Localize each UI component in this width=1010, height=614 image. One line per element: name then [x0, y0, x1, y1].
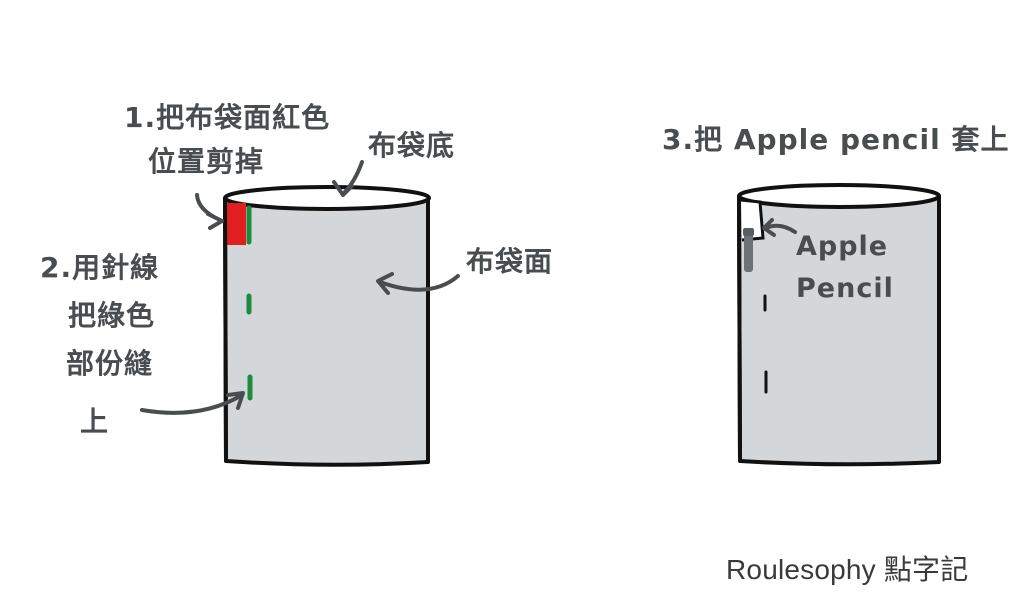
- right-bag: [737, 183, 941, 467]
- label-bag-bottom: 布袋底: [368, 129, 456, 162]
- arrow-to-red-area: [195, 193, 224, 230]
- step2-line1: 2.用針線: [40, 251, 160, 284]
- right-bag-opening: [737, 183, 941, 209]
- cut-red-area: [226, 203, 246, 245]
- step1-line2: 位置剪掉: [148, 145, 265, 178]
- pencil-label-line2: Pencil: [796, 273, 894, 304]
- step3-text: 3.把 Apple pencil 套上: [662, 123, 1010, 156]
- left-bag-left-edge: [223, 197, 228, 462]
- right-bag-body: [737, 194, 941, 467]
- pencil-label-line1: Apple: [796, 231, 889, 262]
- left-bag-body: [223, 196, 430, 467]
- step1-line1: 1.把布袋面紅色: [124, 101, 331, 134]
- label-bag-face: 布袋面: [466, 245, 554, 278]
- left-bag: [223, 185, 431, 467]
- step2-text: 2.用針線 把綠色 部份縫 上: [40, 244, 159, 446]
- right-bag-left-edge: [737, 196, 742, 462]
- arrow-to-pencil: [762, 218, 797, 237]
- step1-text: 1.把布袋面紅色 位置剪掉: [124, 96, 330, 184]
- arrow-to-bag-face: [376, 272, 460, 295]
- step2-line2: 把綠色: [68, 299, 156, 332]
- credit-text: Roulesophy 點字記: [726, 554, 969, 585]
- step2-line4: 上: [80, 405, 110, 438]
- step2-line3: 部份縫: [66, 347, 154, 380]
- left-bag-opening: [223, 185, 431, 211]
- apple-pencil-shape: [744, 232, 753, 272]
- arrow-to-bag-bottom: [332, 160, 364, 197]
- label-apple-pencil: Apple Pencil: [796, 226, 894, 310]
- apple-pencil-cap: [743, 228, 754, 236]
- arrow-to-stitch: [140, 391, 245, 415]
